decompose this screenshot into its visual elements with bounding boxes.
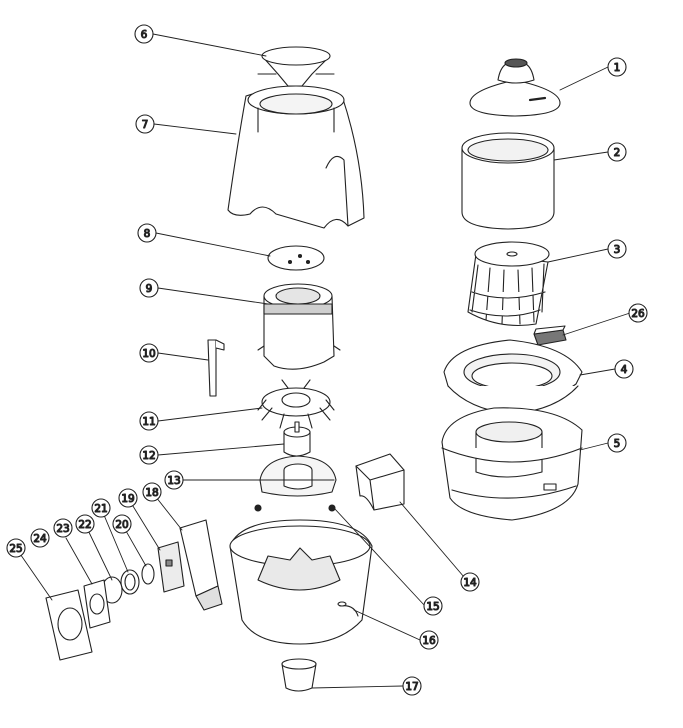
callout-label-18: 18 bbox=[145, 487, 158, 499]
part-23-frame bbox=[84, 580, 110, 628]
callout-label-12: 12 bbox=[142, 450, 155, 462]
callout-10: 10 bbox=[139, 343, 159, 363]
callout-label-23: 23 bbox=[56, 523, 69, 535]
callout-label-5: 5 bbox=[614, 438, 621, 450]
part-16-lower-body bbox=[230, 520, 372, 644]
part-15-screws bbox=[255, 505, 335, 511]
part-20-seal bbox=[142, 564, 154, 584]
callout-label-20: 20 bbox=[115, 519, 128, 531]
part-17-cup bbox=[282, 659, 316, 691]
callout-label-13: 13 bbox=[167, 475, 180, 487]
callout-label-6: 6 bbox=[141, 29, 148, 41]
part-21-ring bbox=[121, 570, 139, 594]
part-1-top-cap bbox=[470, 59, 560, 116]
callout-label-10: 10 bbox=[142, 348, 155, 360]
callout-24: 24 bbox=[30, 528, 50, 548]
callout-label-25: 25 bbox=[9, 543, 22, 555]
callout-14: 14 bbox=[460, 572, 480, 592]
part-8-plate bbox=[268, 246, 324, 270]
part-2-cylinder-sleeve bbox=[462, 133, 554, 229]
callout-22: 22 bbox=[75, 514, 95, 534]
callout-17: 17 bbox=[402, 676, 422, 696]
callout-20: 20 bbox=[112, 514, 132, 534]
callout-8: 8 bbox=[137, 223, 157, 243]
callout-26: 26 bbox=[628, 303, 648, 323]
part-9-motor-housing bbox=[258, 284, 340, 369]
callout-7: 7 bbox=[135, 114, 155, 134]
part-4-tray-ring bbox=[444, 340, 582, 414]
callout-15: 15 bbox=[423, 596, 443, 616]
callout-label-2: 2 bbox=[614, 147, 621, 159]
part-11-fan bbox=[258, 380, 334, 428]
callout-11: 11 bbox=[139, 411, 159, 431]
part-13-stator-frame bbox=[260, 456, 336, 496]
callout-16: 16 bbox=[419, 630, 439, 650]
callout-label-21: 21 bbox=[94, 503, 107, 515]
part-18-control-board bbox=[180, 520, 222, 610]
part-3-cage-filter bbox=[468, 242, 549, 326]
callout-label-26: 26 bbox=[631, 308, 645, 320]
callout-label-7: 7 bbox=[142, 119, 149, 131]
part-26-connector bbox=[534, 326, 566, 345]
callout-label-14: 14 bbox=[463, 577, 477, 589]
callout-label-16: 16 bbox=[422, 635, 436, 647]
part-12-rotor bbox=[284, 422, 310, 456]
callout-5: 5 bbox=[607, 433, 627, 453]
callout-label-1: 1 bbox=[614, 62, 621, 74]
callout-18: 18 bbox=[142, 482, 162, 502]
part-5-base-tank bbox=[442, 408, 582, 520]
callout-label-9: 9 bbox=[146, 283, 153, 295]
callout-19: 19 bbox=[118, 488, 138, 508]
callout-3: 3 bbox=[607, 239, 627, 259]
callout-label-4: 4 bbox=[621, 364, 628, 376]
callout-6: 6 bbox=[134, 24, 154, 44]
callout-label-22: 22 bbox=[78, 519, 91, 531]
callout-label-8: 8 bbox=[144, 228, 151, 240]
part-6-funnel bbox=[258, 47, 334, 86]
callout-label-15: 15 bbox=[426, 601, 439, 613]
callout-21: 21 bbox=[91, 498, 111, 518]
callout-label-11: 11 bbox=[142, 416, 155, 428]
callout-label-24: 24 bbox=[33, 533, 47, 545]
callout-label-3: 3 bbox=[614, 244, 621, 256]
callout-2: 2 bbox=[607, 142, 627, 162]
callout-12: 12 bbox=[139, 445, 159, 465]
callout-label-17: 17 bbox=[405, 681, 418, 693]
callout-1: 1 bbox=[607, 57, 627, 77]
callout-4: 4 bbox=[614, 359, 634, 379]
callout-25: 25 bbox=[6, 538, 26, 558]
part-7-upper-housing bbox=[228, 86, 364, 228]
leader-lines bbox=[15, 33, 631, 689]
part-10-clip bbox=[208, 340, 224, 396]
part-14-cover-block bbox=[356, 454, 404, 510]
callout-13: 13 bbox=[164, 470, 184, 490]
callout-9: 9 bbox=[139, 278, 159, 298]
callout-23: 23 bbox=[53, 518, 73, 538]
part-25-front-panel bbox=[46, 590, 92, 660]
callout-label-19: 19 bbox=[121, 493, 134, 505]
part-19-pcb bbox=[158, 542, 184, 592]
